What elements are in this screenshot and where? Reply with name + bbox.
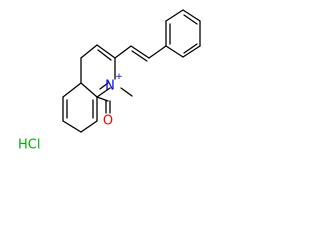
bond xyxy=(183,43,198,54)
bond xyxy=(62,120,82,133)
bond xyxy=(120,87,133,97)
bond xyxy=(183,14,198,25)
structure-diagram: N + O HCl xyxy=(18,9,201,153)
salt-label: HCl xyxy=(18,138,40,153)
phenyl-ring xyxy=(165,9,201,58)
bond xyxy=(80,82,98,98)
nitrogen-atom-label: N xyxy=(105,79,115,94)
bond xyxy=(99,82,109,90)
bond xyxy=(182,9,201,22)
bond xyxy=(114,45,132,59)
bond xyxy=(96,96,109,102)
bond xyxy=(182,45,201,58)
bond xyxy=(96,87,111,98)
benzo-ring xyxy=(62,82,98,133)
nitrogen-charge-label: + xyxy=(115,72,123,82)
bond xyxy=(131,50,148,62)
styryl-chain xyxy=(114,45,167,62)
substituent-bonds xyxy=(96,87,133,114)
bond xyxy=(165,9,184,22)
bond xyxy=(97,49,112,61)
pyridinium-ring xyxy=(80,44,116,98)
bond xyxy=(80,120,98,133)
bond xyxy=(96,44,116,59)
bond xyxy=(80,44,98,59)
bond xyxy=(62,82,82,98)
oxygen-atom-label: O xyxy=(103,114,113,129)
bond xyxy=(165,45,184,58)
bond xyxy=(148,45,167,59)
bond xyxy=(130,45,150,59)
